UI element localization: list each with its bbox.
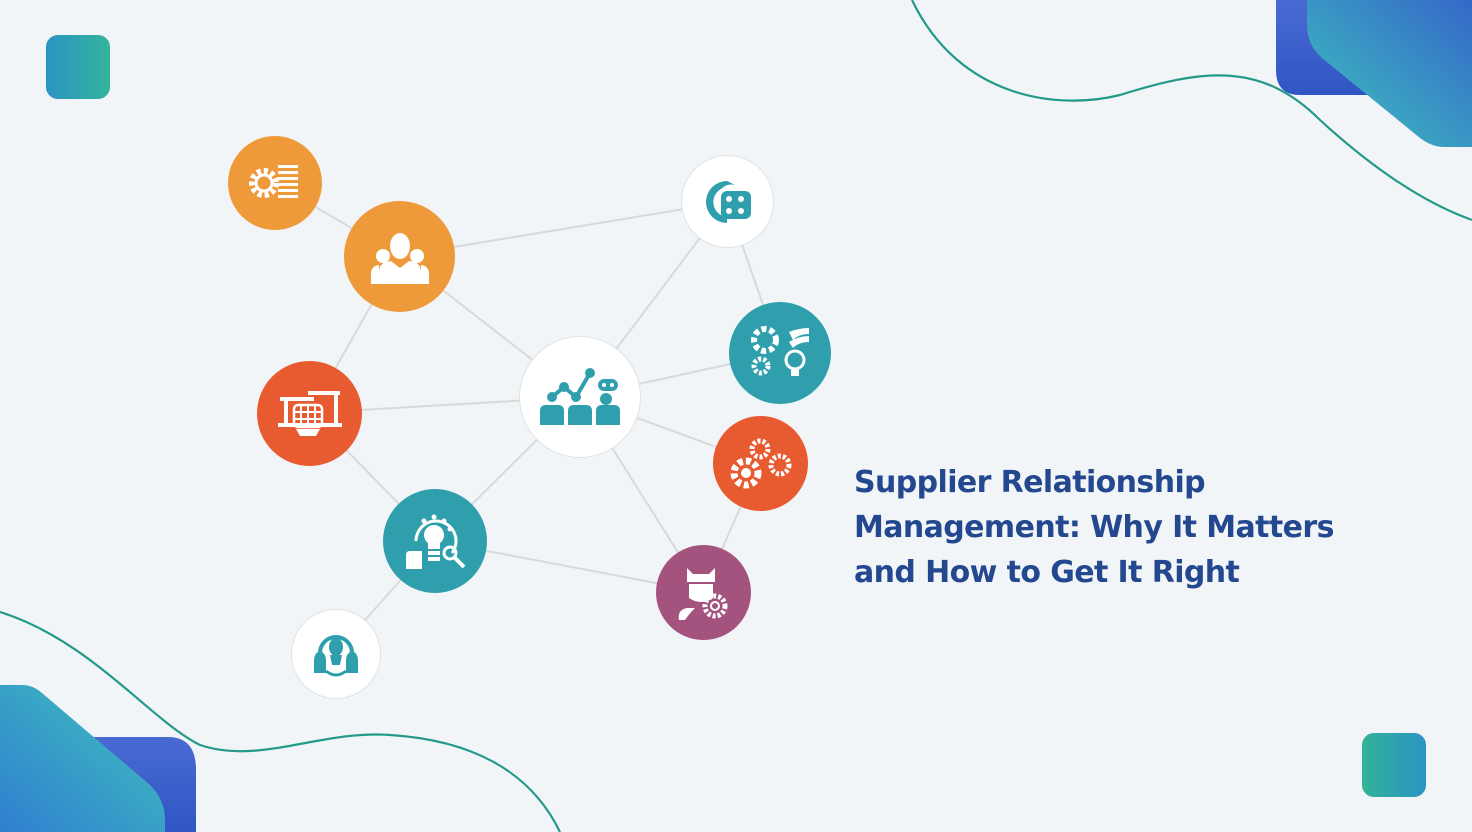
node-inventory bbox=[257, 361, 362, 466]
node-integration bbox=[681, 155, 774, 248]
team-chart-icon bbox=[540, 368, 620, 425]
decorative-square-bottom-right bbox=[1362, 733, 1426, 797]
headline-line-1: Supplier Relationship bbox=[854, 465, 1206, 500]
gear-bulb-icon bbox=[751, 326, 809, 376]
person-group-icon bbox=[370, 232, 429, 284]
corner-shape-teal-bl bbox=[0, 685, 165, 832]
page-headline: Supplier Relationship Management: Why It… bbox=[854, 460, 1374, 595]
people-idea-icon bbox=[314, 635, 358, 677]
headline-line-3: and How to Get It Right bbox=[854, 555, 1240, 590]
corner-shape-teal-tr bbox=[1307, 0, 1472, 147]
node-operations bbox=[713, 416, 808, 511]
decorative-square-top-left bbox=[46, 35, 110, 99]
headline-line-2: Management: Why It Matters bbox=[854, 510, 1334, 545]
node-collaboration bbox=[291, 609, 381, 699]
node-insight bbox=[383, 489, 487, 593]
node-supplier-growth bbox=[656, 545, 751, 640]
node-team-leader bbox=[344, 201, 455, 312]
node-settings-list bbox=[228, 136, 322, 230]
boxes-grid-icon bbox=[277, 390, 342, 436]
curve-bottom bbox=[0, 610, 561, 832]
worker-gear-icon bbox=[678, 567, 727, 620]
curve-top bbox=[911, 0, 1472, 222]
puzzle-icon bbox=[705, 180, 751, 223]
node-analytics-team bbox=[519, 336, 641, 458]
gears-icon bbox=[730, 438, 791, 488]
bulb-search-icon bbox=[406, 514, 466, 569]
gear-list-icon bbox=[249, 165, 298, 198]
node-innovation bbox=[729, 302, 831, 404]
